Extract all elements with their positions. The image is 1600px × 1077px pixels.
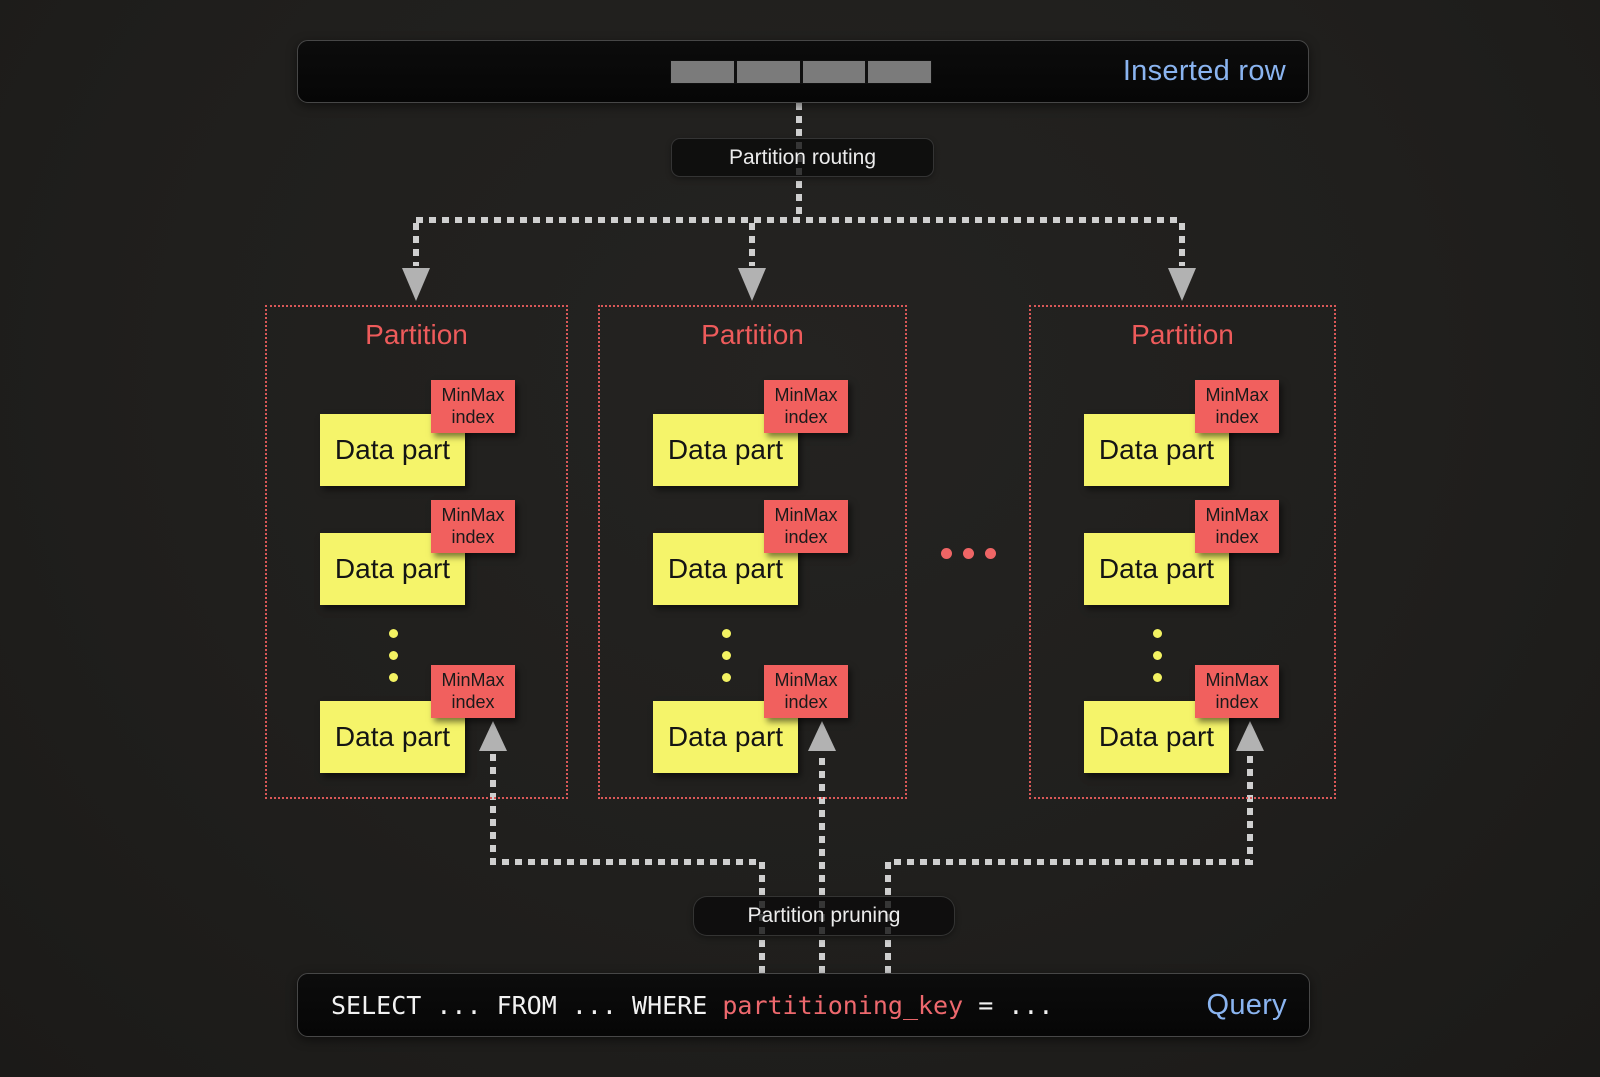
query-box: SELECT ... FROM ... WHERE partitioning_k… — [297, 973, 1310, 1037]
arrowhead-down-left — [402, 268, 430, 301]
partitions-ellipsis-dot — [963, 548, 974, 559]
arrowhead-up-left — [479, 721, 507, 751]
inserted-row-box: Inserted row — [297, 40, 1309, 103]
minmax-index-tag: MinMax index — [1195, 500, 1279, 553]
partition-pruning-label: Partition pruning — [693, 896, 955, 936]
partition-title: Partition — [1131, 319, 1234, 350]
inserted-row-segments — [670, 60, 932, 84]
partition-title: Partition — [365, 319, 468, 350]
row-segment — [736, 61, 800, 83]
partition-title: Partition — [701, 319, 804, 350]
partitions-ellipsis-dot — [985, 548, 996, 559]
query-label: Query — [1206, 988, 1287, 1021]
partition-box-left: Partition MinMax index Data part MinMax … — [265, 305, 568, 799]
partition-routing-label: Partition routing — [671, 138, 934, 177]
minmax-index-tag: MinMax index — [764, 380, 848, 433]
arrowhead-down-middle — [738, 268, 766, 301]
row-segment — [802, 61, 866, 83]
partition-box-middle: Partition MinMax index Data part MinMax … — [598, 305, 907, 799]
row-segment — [868, 61, 931, 83]
minmax-index-tag: MinMax index — [1195, 380, 1279, 433]
inserted-row-label: Inserted row — [1122, 55, 1286, 87]
sql-suffix: = ... — [963, 990, 1054, 1020]
data-part-box: Data part — [653, 533, 798, 605]
ellipsis-dot — [722, 651, 731, 660]
arrowhead-up-middle — [808, 721, 836, 751]
data-part-box: Data part — [653, 414, 798, 486]
arrowhead-up-right — [1236, 721, 1264, 751]
ellipsis-dot — [1153, 651, 1162, 660]
sql-partitioning-key: partitioning_key — [722, 990, 964, 1020]
ellipsis-dot — [389, 629, 398, 638]
ellipsis-dot — [1153, 673, 1162, 682]
ellipsis-dot — [1153, 629, 1162, 638]
ellipsis-dot — [389, 673, 398, 682]
minmax-index-tag: MinMax index — [764, 665, 848, 718]
partitions-ellipsis-dot — [941, 548, 952, 559]
minmax-index-tag: MinMax index — [431, 380, 515, 433]
ellipsis-dot — [722, 629, 731, 638]
minmax-index-tag: MinMax index — [764, 500, 848, 553]
minmax-index-tag: MinMax index — [1195, 665, 1279, 718]
sql-prefix: SELECT ... FROM ... WHERE — [331, 990, 723, 1020]
arrowhead-down-right — [1168, 268, 1196, 301]
data-part-box: Data part — [320, 701, 465, 773]
row-segment — [671, 61, 734, 83]
ellipsis-dot — [389, 651, 398, 660]
minmax-index-tag: MinMax index — [431, 500, 515, 553]
ellipsis-dot — [722, 673, 731, 682]
minmax-index-tag: MinMax index — [431, 665, 515, 718]
partition-box-right: Partition MinMax index Data part MinMax … — [1029, 305, 1336, 799]
sql-query-text: SELECT ... FROM ... WHERE partitioning_k… — [331, 974, 1053, 1036]
